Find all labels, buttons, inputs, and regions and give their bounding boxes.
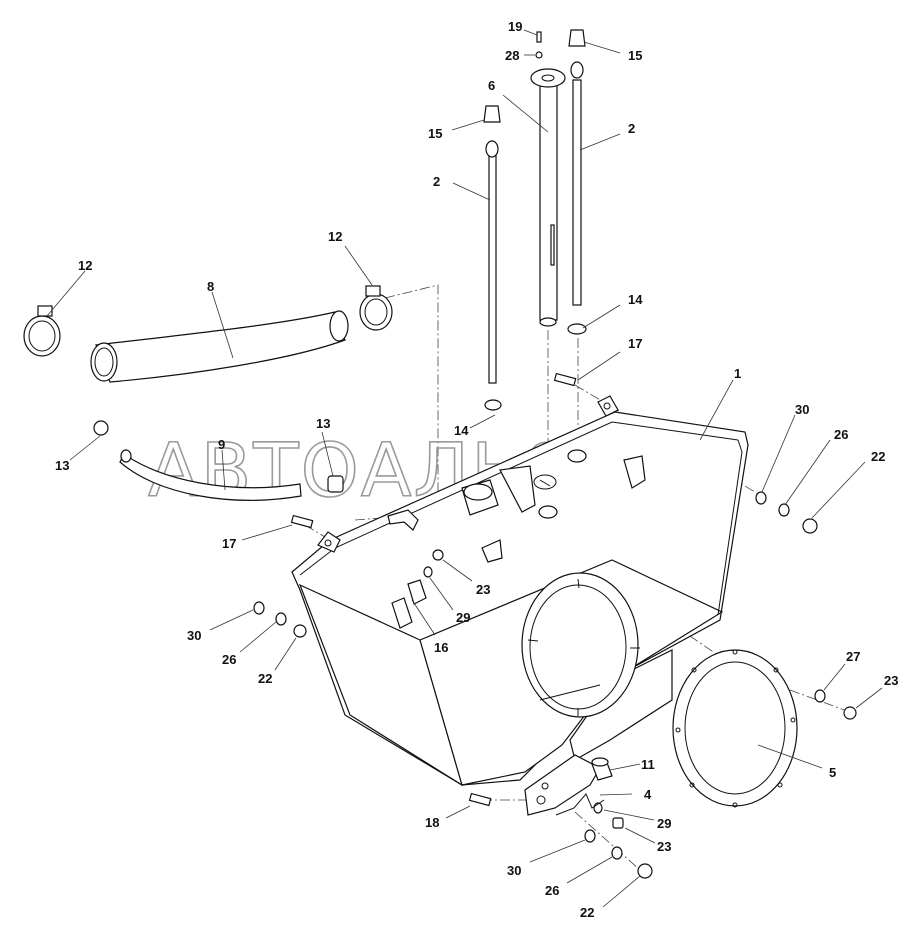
oring-14-right — [567, 323, 587, 335]
callout-26-left: 26 — [222, 652, 236, 667]
callout-2-left: 2 — [433, 174, 440, 189]
callout-4: 4 — [644, 787, 652, 802]
washer-30-right — [755, 491, 767, 505]
callout-12-left: 12 — [78, 258, 92, 273]
callout-labels: 19 28 6 15 15 2 2 12 12 8 14 14 17 17 1 … — [55, 19, 898, 920]
callout-15-top: 15 — [628, 48, 642, 63]
sender-tube — [530, 68, 566, 327]
nut-22-bottom — [637, 863, 653, 879]
callout-28: 28 — [505, 48, 519, 63]
cap-15-left — [483, 105, 501, 123]
callout-17-left: 17 — [222, 536, 236, 551]
washer-30-bottom — [584, 829, 596, 843]
spring-clip-4 — [555, 793, 605, 816]
cap-15-top — [568, 29, 586, 47]
callout-16: 16 — [434, 640, 448, 655]
callout-1: 1 — [734, 366, 741, 381]
callout-11: 11 — [641, 757, 655, 772]
rod-left — [485, 140, 499, 384]
callout-30-bottom: 30 — [507, 863, 521, 878]
callout-13-right: 13 — [316, 416, 330, 431]
callout-22-left: 22 — [258, 671, 272, 686]
callout-14-right: 14 — [628, 292, 643, 307]
nut-13-right — [327, 475, 344, 493]
nut-23-bottom — [612, 817, 624, 829]
elbow-fitting — [387, 509, 419, 531]
washer-27 — [814, 689, 826, 703]
clip-16-lower — [391, 597, 413, 629]
hose-clamp-left — [23, 305, 61, 357]
callout-22-bottom: 22 — [580, 905, 594, 920]
callout-26-right: 26 — [834, 427, 848, 442]
callout-6: 6 — [488, 78, 495, 93]
nut-23-right — [843, 706, 857, 720]
rod-right — [570, 61, 584, 306]
washer-26-left — [275, 612, 287, 626]
washer-26-bottom — [611, 846, 623, 860]
callout-14-left: 14 — [454, 423, 469, 438]
callout-29-bottom: 29 — [657, 816, 671, 831]
washer-26-right — [778, 503, 790, 517]
callout-29-top: 29 — [456, 610, 470, 625]
callout-23-top: 23 — [476, 582, 490, 597]
callout-15-left: 15 — [428, 126, 442, 141]
callout-19: 19 — [508, 19, 522, 34]
nut-13-left — [93, 420, 109, 436]
callout-12-right: 12 — [328, 229, 342, 244]
washer-29-top — [423, 566, 433, 578]
tank-round-opening — [521, 572, 640, 718]
nut-22-left — [293, 624, 307, 638]
bolt-17-top — [553, 372, 577, 387]
callout-22-right: 22 — [871, 449, 885, 464]
callout-5: 5 — [829, 765, 836, 780]
callout-8: 8 — [207, 279, 214, 294]
callout-27: 27 — [846, 649, 860, 664]
hose-clamp-right — [359, 285, 393, 331]
callout-23-right: 23 — [884, 673, 898, 688]
washer-30-left — [253, 601, 265, 615]
filler-neck — [461, 449, 587, 519]
callout-23-bottom: 23 — [657, 839, 671, 854]
leader-lines — [46, 29, 883, 908]
hose — [90, 310, 349, 383]
small-tube — [119, 449, 302, 501]
callout-9: 9 — [218, 437, 225, 452]
callout-30-left: 30 — [187, 628, 201, 643]
screw-19 — [536, 31, 542, 43]
nut-22-right — [802, 518, 818, 534]
callout-30-right: 30 — [795, 402, 809, 417]
round-flange — [672, 649, 798, 808]
callout-18: 18 — [425, 815, 439, 830]
clip-16-upper — [407, 579, 427, 605]
bolt-17-left — [290, 514, 314, 529]
nut-23-top — [432, 549, 444, 561]
oring-14-left — [484, 399, 502, 411]
callout-13-left: 13 — [55, 458, 69, 473]
washer-28 — [535, 51, 543, 59]
callout-17-top: 17 — [628, 336, 642, 351]
bolt-18 — [468, 792, 492, 807]
callout-2-right: 2 — [628, 121, 635, 136]
callout-26-bottom: 26 — [545, 883, 559, 898]
